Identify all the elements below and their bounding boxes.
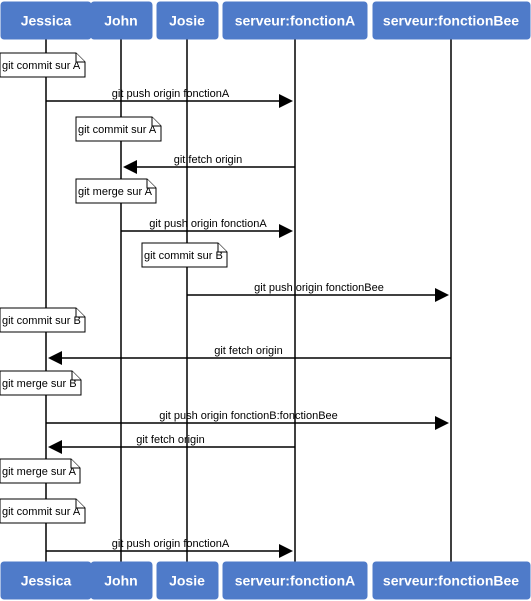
note-fold [71, 371, 81, 381]
note: git commit sur B [0, 307, 86, 333]
participant-label: Josie [169, 13, 205, 29]
note-fold [75, 308, 85, 318]
message-arrow: git push origin fonctionA [46, 88, 293, 108]
message-arrow: git push origin fonctionA [46, 538, 293, 558]
participant-john-bottom: John [90, 561, 153, 600]
participant-srvA-top: serveur:fonctionA [222, 1, 368, 40]
note-box [0, 52, 86, 78]
note-fold [146, 179, 156, 189]
note-text: git merge sur A [78, 186, 153, 198]
note: git commit sur A [0, 52, 86, 78]
arrowhead [435, 416, 449, 430]
message-label: git fetch origin [136, 434, 204, 446]
note: git commit sur B [141, 242, 228, 268]
note-fold [217, 243, 227, 253]
arrowhead [123, 160, 137, 174]
arrowhead [435, 288, 449, 302]
note-text: git merge sur A [2, 466, 77, 478]
arrowhead [48, 440, 62, 454]
note-fold [151, 117, 161, 127]
message-label: git push origin fonctionA [149, 218, 267, 230]
message-arrow: git push origin fonctionB:fonctionBee [46, 410, 449, 430]
note: git commit sur A [75, 116, 162, 142]
participant-box [156, 561, 219, 600]
arrowhead [279, 94, 293, 108]
note-box [0, 307, 86, 333]
message-arrow: git push origin fonctionBee [187, 282, 449, 302]
note-box [0, 498, 86, 524]
note-text: git merge sur B [2, 378, 77, 390]
note-box [0, 370, 82, 396]
participant-srvA-bottom: serveur:fonctionA [222, 561, 368, 600]
participant-josie-bottom: Josie [156, 561, 219, 600]
participant-label: Jessica [21, 573, 72, 589]
participant-box [372, 1, 531, 40]
note-text: git commit sur A [2, 60, 81, 72]
participant-label: John [104, 573, 137, 589]
participant-srvBee-bottom: serveur:fonctionBee [372, 561, 531, 600]
note-fold [75, 53, 85, 63]
participant-label: John [104, 13, 137, 29]
participant-box [90, 1, 153, 40]
note-fold [75, 499, 85, 509]
participant-box [222, 1, 368, 40]
note-text: git commit sur B [144, 250, 223, 262]
message-label: git push origin fonctionA [112, 88, 230, 100]
message-label: git fetch origin [214, 345, 282, 357]
participant-label: serveur:fonctionBee [383, 573, 519, 589]
message-label: git push origin fonctionA [112, 538, 230, 550]
note-box [0, 458, 81, 484]
participant-box [156, 1, 219, 40]
participant-label: serveur:fonctionA [235, 13, 356, 29]
participant-label: serveur:fonctionA [235, 573, 356, 589]
note-box [75, 178, 157, 204]
message-arrow: git fetch origin [48, 345, 451, 365]
note: git merge sur A [0, 458, 81, 484]
note-text: git commit sur A [78, 124, 157, 136]
participant-label: Josie [169, 573, 205, 589]
message-arrow: git push origin fonctionA [121, 218, 293, 238]
arrowhead [279, 224, 293, 238]
note-box [75, 116, 162, 142]
note: git merge sur A [75, 178, 157, 204]
events: git commit sur A git push origin fonction… [0, 52, 451, 558]
participant-jessica-bottom: Jessica [0, 561, 92, 600]
participant-label: serveur:fonctionBee [383, 13, 519, 29]
arrowhead [279, 544, 293, 558]
participant-box [90, 561, 153, 600]
note-text: git commit sur A [2, 506, 81, 518]
participant-label: Jessica [21, 13, 72, 29]
participant-josie-top: Josie [156, 1, 219, 40]
participant-jessica-top: Jessica [0, 1, 92, 40]
message-label: git push origin fonctionB:fonctionBee [159, 410, 338, 422]
participant-box [222, 561, 368, 600]
participant-box [372, 561, 531, 600]
note: git merge sur B [0, 370, 82, 396]
note-fold [70, 459, 80, 469]
note-box [141, 242, 228, 268]
message-arrow: git fetch origin [48, 434, 295, 454]
note-text: git commit sur B [2, 315, 81, 327]
arrowhead [48, 351, 62, 365]
message-arrow: git fetch origin [123, 154, 295, 174]
message-label: git fetch origin [174, 154, 242, 166]
message-label: git push origin fonctionBee [254, 282, 384, 294]
participant-john-top: John [90, 1, 153, 40]
participant-srvBee-top: serveur:fonctionBee [372, 1, 531, 40]
note: git commit sur A [0, 498, 86, 524]
